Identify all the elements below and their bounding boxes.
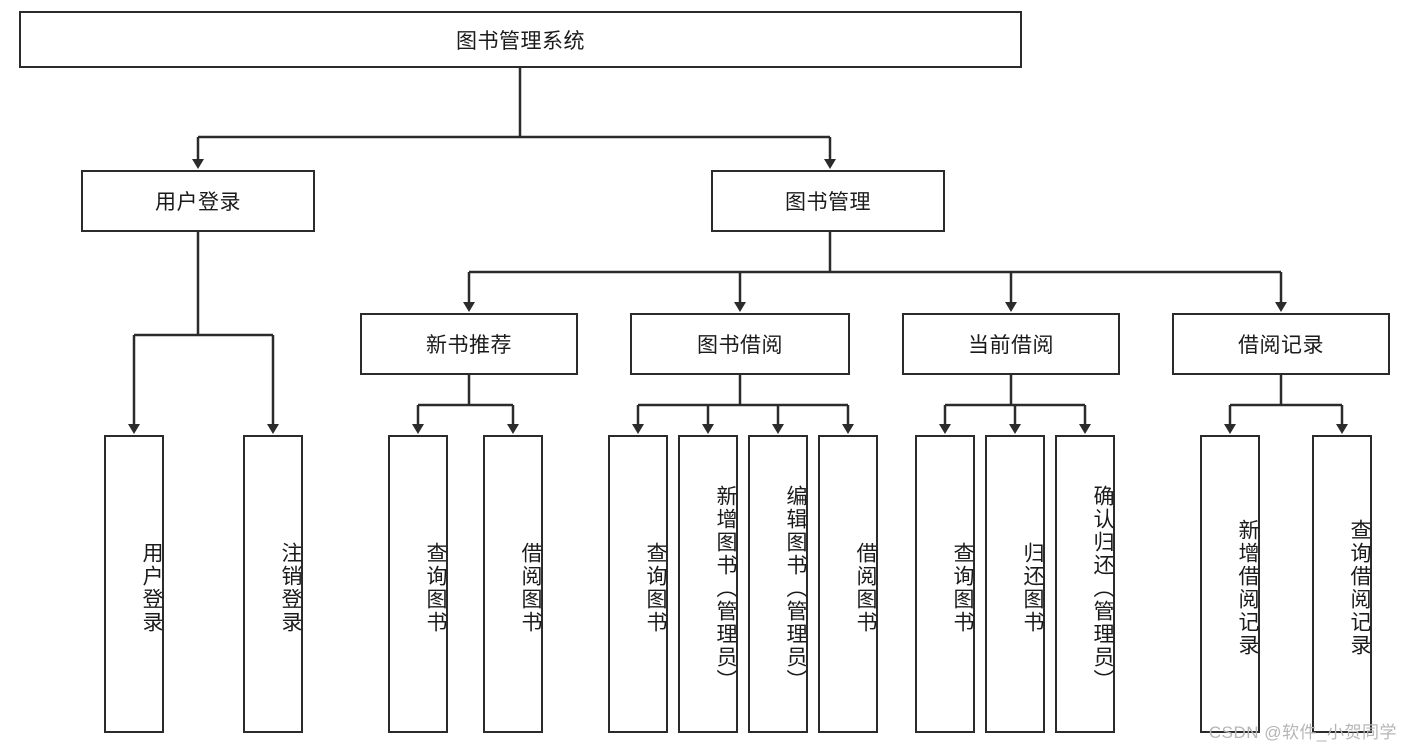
node-label: 当前借阅	[968, 334, 1054, 357]
node-label: 用户登录	[155, 191, 241, 214]
node-new-book-recommend[interactable]: 新书推荐	[360, 313, 578, 375]
node-label: 图书管理系统	[456, 29, 585, 53]
leaf-logout[interactable]: 注销登录	[243, 435, 303, 733]
leaf-edit-book-admin[interactable]: 编辑图书（管理员）	[748, 435, 808, 733]
leaf-query-book-current[interactable]: 查询图书	[915, 435, 975, 733]
node-label: 图书借阅	[697, 334, 783, 357]
node-label: 借阅图书	[854, 542, 877, 634]
node-label: 新增图书（管理员）	[714, 484, 737, 692]
leaf-query-book-new-recommend[interactable]: 查询图书	[388, 435, 448, 733]
leaf-add-borrow-record[interactable]: 新增借阅记录	[1200, 435, 1260, 733]
leaf-confirm-return-admin[interactable]: 确认归还（管理员）	[1055, 435, 1115, 733]
leaf-borrow-book-new-recommend[interactable]: 借阅图书	[483, 435, 543, 733]
leaf-query-book-borrow[interactable]: 查询图书	[608, 435, 668, 733]
node-label: 编辑图书（管理员）	[784, 484, 807, 692]
node-label: 借阅记录	[1238, 334, 1324, 357]
node-label: 用户登录	[140, 542, 163, 634]
node-label: 借阅图书	[519, 542, 542, 634]
watermark: CSDN @软件_小贺同学	[1208, 723, 1397, 742]
node-label: 新书推荐	[426, 334, 512, 357]
leaf-return-book[interactable]: 归还图书	[985, 435, 1045, 733]
node-root-book-management-system[interactable]: 图书管理系统	[19, 11, 1022, 68]
node-label: 查询图书	[644, 542, 667, 634]
node-label: 查询图书	[951, 542, 974, 634]
leaf-user-login[interactable]: 用户登录	[104, 435, 164, 733]
node-label: 图书管理	[785, 191, 871, 214]
leaf-add-book-admin[interactable]: 新增图书（管理员）	[678, 435, 738, 733]
node-label: 注销登录	[279, 542, 302, 634]
node-label: 查询图书	[424, 542, 447, 634]
leaf-query-borrow-record[interactable]: 查询借阅记录	[1312, 435, 1372, 733]
node-borrow-record[interactable]: 借阅记录	[1172, 313, 1390, 375]
node-user-login[interactable]: 用户登录	[81, 170, 315, 232]
node-label: 归还图书	[1021, 542, 1044, 634]
node-label: 查询借阅记录	[1348, 519, 1371, 657]
node-book-borrow[interactable]: 图书借阅	[630, 313, 850, 375]
node-book-management[interactable]: 图书管理	[711, 170, 945, 232]
node-current-borrow[interactable]: 当前借阅	[902, 313, 1120, 375]
node-label: 新增借阅记录	[1236, 519, 1259, 657]
leaf-borrow-book[interactable]: 借阅图书	[818, 435, 878, 733]
node-label: 确认归还（管理员）	[1091, 484, 1114, 692]
